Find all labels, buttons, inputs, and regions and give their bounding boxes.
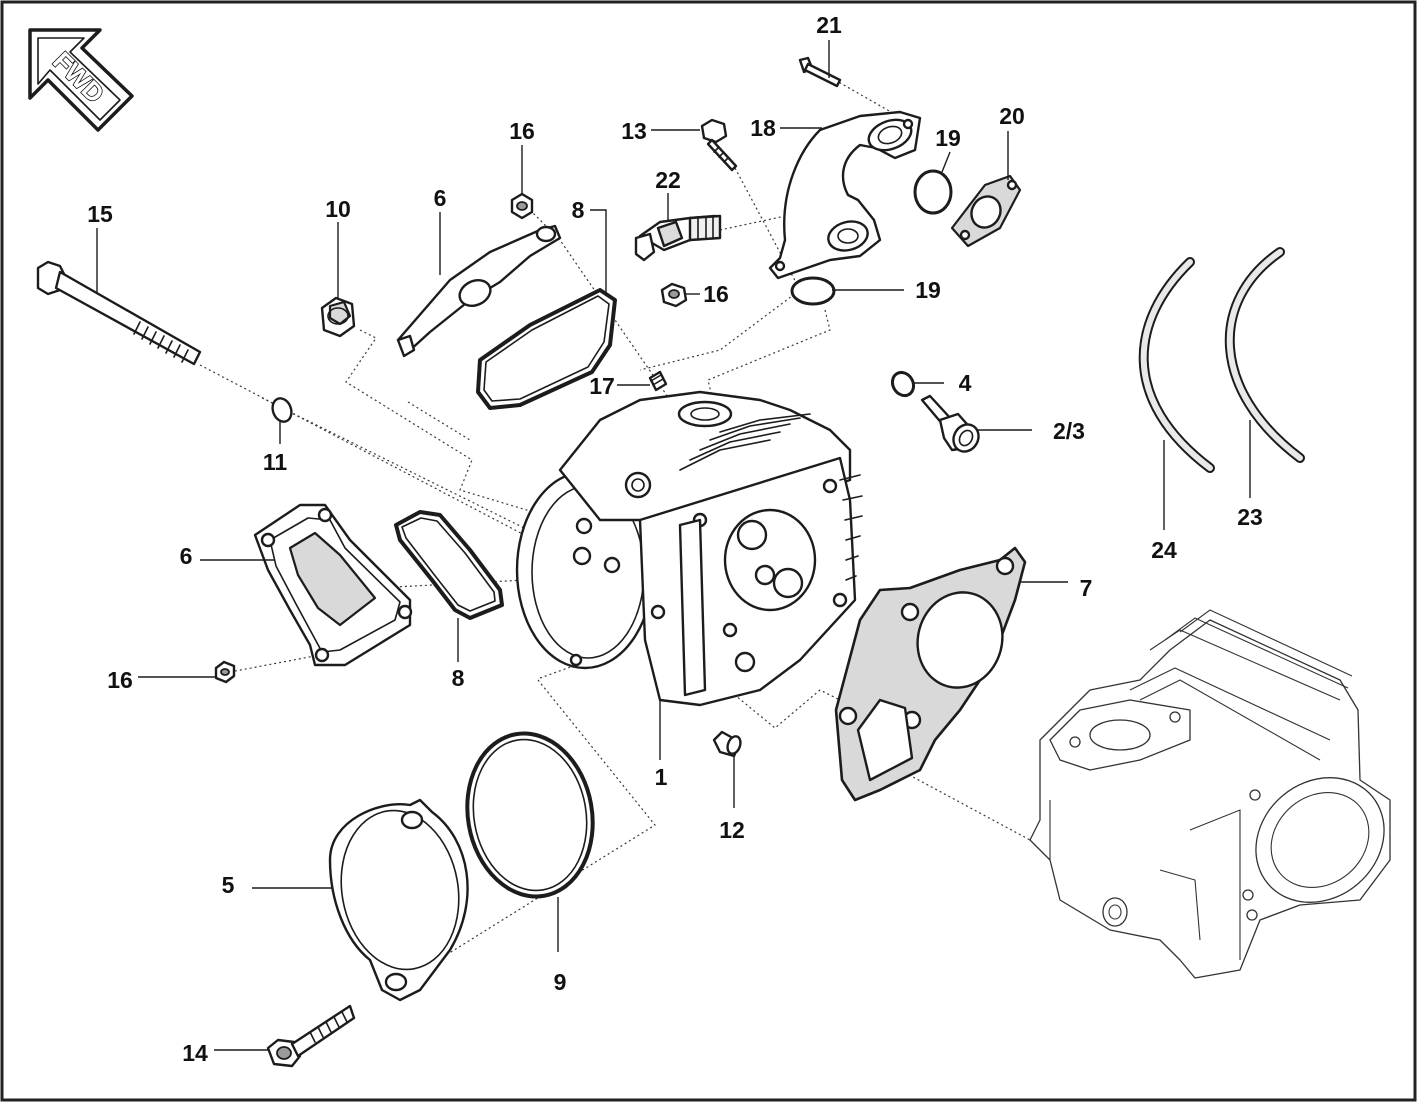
callout-9: 9 — [554, 969, 567, 995]
part-19-o-ring-top — [913, 169, 953, 215]
part-22-temperature-sensor — [634, 214, 722, 262]
part-20-insulator — [950, 174, 1022, 248]
callout-4: 4 — [959, 370, 972, 396]
part-18-intake-pipe — [768, 110, 922, 280]
part-6-side-cover — [253, 503, 413, 667]
callout-12: 12 — [719, 817, 745, 843]
part-23-hose — [1224, 247, 1305, 463]
part-11-o-ring — [271, 397, 293, 423]
callout-17: 17 — [589, 373, 615, 399]
callout-18: 18 — [750, 115, 776, 141]
part-2-3-plug — [920, 394, 980, 453]
callout-16-left: 16 — [107, 667, 133, 693]
part-8-upper-gasket — [476, 288, 617, 410]
part-1-cylinder-head — [515, 390, 863, 707]
callout-10: 10 — [325, 196, 351, 222]
callout-2-3: 2/3 — [1053, 418, 1085, 444]
part-9-large-o-ring-inner — [472, 738, 588, 892]
part-16-nut-mid — [660, 282, 688, 308]
callout-15: 15 — [87, 201, 113, 227]
callout-leader-lines — [96, 40, 1251, 1051]
part-4-washer — [890, 370, 916, 398]
part-16-nut-left — [214, 660, 236, 684]
part-24-hose — [1138, 257, 1215, 473]
cylinder-block-reference — [1029, 609, 1391, 979]
callout-21: 21 — [816, 12, 842, 38]
part-5-round-cover — [328, 798, 469, 1002]
part-12-dowel-pin — [712, 730, 742, 758]
callout-7: 7 — [1080, 575, 1093, 601]
part-7-head-gasket — [834, 546, 1027, 802]
callout-19-mid: 19 — [915, 277, 941, 303]
callout-8-upper: 8 — [572, 197, 585, 223]
callout-19-top: 19 — [935, 125, 961, 151]
callout-5: 5 — [222, 872, 235, 898]
callout-20: 20 — [999, 103, 1025, 129]
callout-22: 22 — [655, 167, 681, 193]
part-13-bolt — [700, 118, 738, 172]
callout-16-top: 16 — [509, 118, 535, 144]
part-10-cap-nut — [320, 296, 356, 338]
part-9-large-o-ring — [465, 731, 595, 899]
callout-6-upper: 6 — [434, 185, 447, 211]
part-17-stud — [648, 370, 668, 392]
callout-16-mid: 16 — [703, 281, 729, 307]
part-8-lower-gasket — [394, 510, 504, 620]
part-19-o-ring-mid — [790, 276, 836, 306]
callout-1: 1 — [655, 764, 668, 790]
callout-13: 13 — [621, 118, 647, 144]
part-6-rocker-arm — [396, 224, 562, 358]
callout-24: 24 — [1151, 537, 1177, 563]
part-14-flange-bolt — [266, 1004, 356, 1068]
callout-6-lower: 6 — [180, 543, 193, 569]
part-15-long-stud-bolt — [36, 260, 202, 366]
callout-14: 14 — [182, 1040, 208, 1066]
callout-11: 11 — [263, 449, 288, 475]
callout-labels: 15 10 6 16 8 13 22 16 21 18 19 20 19 4 2… — [87, 12, 1263, 1066]
part-16-nut-top — [510, 192, 534, 220]
callout-23: 23 — [1237, 504, 1263, 530]
callout-8-lower: 8 — [452, 665, 465, 691]
